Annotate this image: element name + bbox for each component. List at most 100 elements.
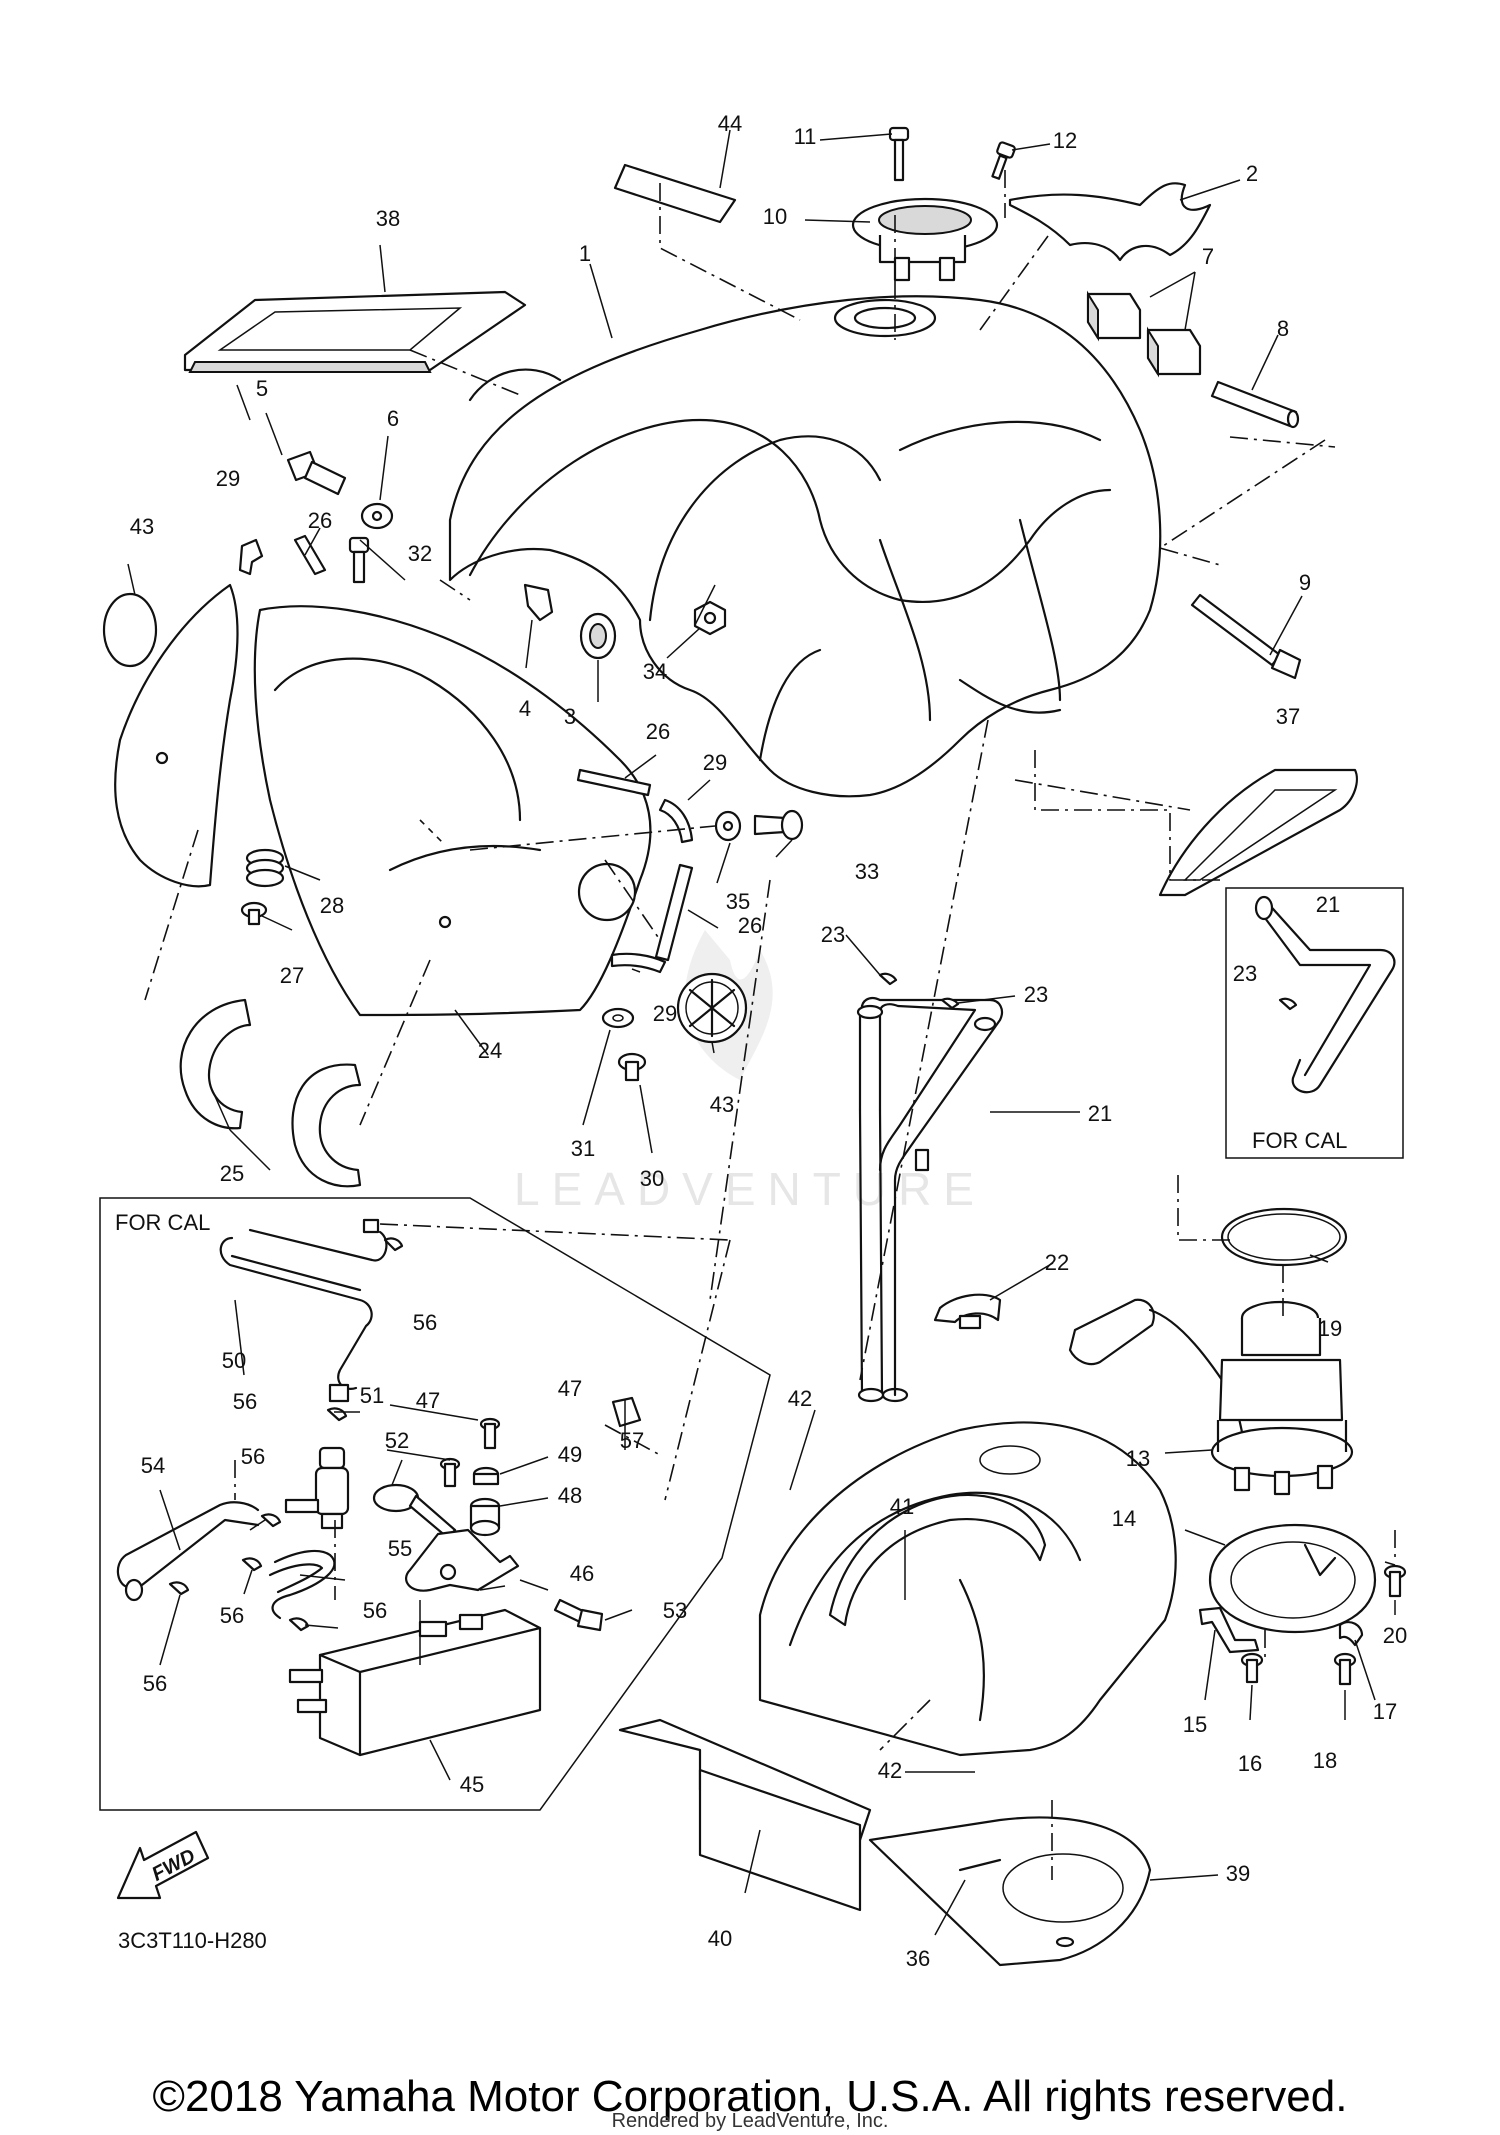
clip-29-c [610,952,667,974]
cover-2 [1008,182,1212,262]
callout-29-a: 29 [216,466,240,491]
callout-27: 27 [280,963,304,988]
valve-51 [284,1446,350,1530]
emblem-43-right [676,972,748,1044]
o-ring-19 [1220,1207,1348,1267]
rendered-by-notice: Rendered by LeadVenture, Inc. [611,2110,889,2132]
callout-2: 2 [1246,161,1258,186]
callout-45: 45 [460,1772,484,1797]
callout-48: 48 [558,1483,582,1508]
bolt-20 [1383,1564,1407,1598]
callout-40: 40 [708,1926,732,1951]
callout-26-b: 26 [646,719,670,744]
clip-26-a [293,534,327,576]
collar-49 [472,1466,500,1486]
bolt-53 [553,1598,604,1632]
fwd-arrow: FWD [116,1830,210,1900]
callout-6: 6 [387,406,399,431]
callout-16: 16 [1238,1751,1262,1776]
callout-53: 53 [663,1598,687,1623]
guard-40 [618,1718,872,1912]
clamp-52 [372,1483,457,1540]
washer-31 [601,1007,635,1029]
callout-47-b: 47 [416,1388,440,1413]
callout-55: 55 [388,1536,412,1561]
leader-lines [127,129,1396,1936]
callout-28: 28 [320,893,344,918]
callout-34: 34 [643,659,667,684]
emblem-43-left [102,592,158,668]
callout-50: 50 [222,1348,246,1373]
bracket-15 [1198,1606,1260,1654]
hose-54 [116,1501,260,1602]
callout-56-a: 56 [413,1310,437,1335]
callout-21-right: 21 [1316,892,1340,917]
callout-39: 39 [1226,1861,1250,1886]
bolt-12 [991,141,1016,180]
callout-35: 35 [726,889,750,914]
bolt-47-b [439,1457,461,1488]
canister-45 [288,1608,542,1757]
fuel-pump-13 [1068,1298,1354,1496]
callout-42-b: 42 [878,1758,902,1783]
screw-30 [617,1052,647,1082]
callout-4: 4 [519,696,531,721]
diagram-code: 3C3T110-H280 [118,1928,267,1953]
tank-guard-41 [758,1421,1177,1757]
callout-32: 32 [408,541,432,566]
callout-41: 41 [890,1494,914,1519]
grommets-25 [179,998,362,1188]
callout-56-e: 56 [363,1598,387,1623]
callout-56-f: 56 [143,1671,167,1696]
callout-49: 49 [558,1442,582,1467]
fuel-cap-10 [851,197,999,282]
callout-56-b: 56 [233,1389,257,1414]
bolt-9 [1190,593,1302,680]
callout-46: 46 [570,1561,594,1586]
bolt-32 [348,536,370,584]
hose-55 [268,1549,336,1620]
callout-20: 20 [1383,1623,1407,1648]
collar-8 [1210,380,1300,429]
tank-pad-38 [183,290,527,373]
callout-labels: 44 11 12 2 10 38 1 7 8 5 6 29 26 43 32 9… [115,111,1407,1971]
for-cal-left-label: FOR CAL [115,1210,210,1235]
callout-56-d: 56 [220,1603,244,1628]
callout-44: 44 [718,111,742,136]
assembly-lines [144,170,1396,1880]
callout-9: 9 [1299,570,1311,595]
callout-13: 13 [1126,1446,1150,1471]
callout-23-a: 23 [821,922,845,947]
callout-29-c: 29 [653,1001,677,1026]
callout-57: 57 [620,1428,644,1453]
callout-15: 15 [1183,1712,1207,1737]
bolt-5 [286,450,347,496]
clamp-17 [1338,1621,1364,1647]
callout-36: 36 [906,1946,930,1971]
callout-37: 37 [1276,704,1300,729]
hose-21-right [1254,895,1396,1094]
bracket-4 [523,583,554,622]
clip-26-b [576,768,652,797]
callout-19: 19 [1318,1316,1342,1341]
callout-25: 25 [220,1161,244,1186]
callout-3: 3 [564,704,576,729]
decal-37 [1158,768,1358,897]
clip-23-c [1278,997,1298,1011]
callout-21-center: 21 [1088,1101,1112,1126]
left-side-panel [114,583,239,888]
callout-29-b: 29 [703,750,727,775]
callout-43-a: 43 [130,514,154,539]
bolt-18 [1333,1652,1357,1686]
side-cover [253,605,652,1017]
collar-6 [360,502,394,530]
hose-50 [219,1218,388,1403]
bolt-11 [888,126,910,182]
clip-29-b [658,798,694,844]
callout-47-a: 47 [558,1376,582,1401]
callout-17: 17 [1373,1699,1397,1724]
clip-23-b [940,997,960,1010]
grommet-28 [245,848,285,888]
bolt-47-a [479,1417,501,1450]
